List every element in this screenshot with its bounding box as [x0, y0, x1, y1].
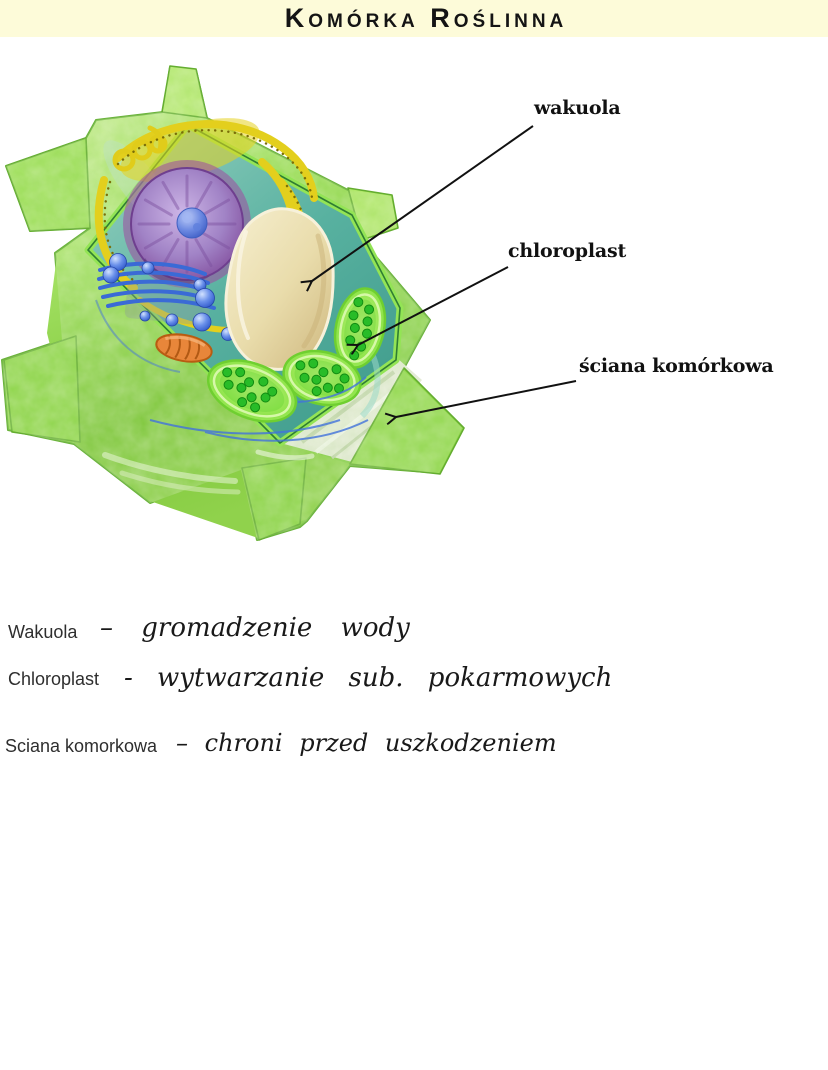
cell-wall-streaks	[102, 449, 315, 495]
mitochondrion	[155, 333, 213, 363]
page-title: Komórka Roślinna	[284, 3, 568, 33]
label-sciana-komorkowa: ściana komórkowa	[579, 355, 774, 377]
chloroplast-arrow	[358, 266, 509, 345]
golgi-apparatus	[97, 253, 235, 341]
note-definition-wakuola: – gromadzenie wody	[100, 613, 410, 643]
cytoplasm-strands	[95, 299, 369, 442]
title-bar: Komórka Roślinna	[0, 0, 828, 37]
vacuole	[224, 207, 335, 371]
note-definition-sciana: – chroni przed uszkodzeniem	[176, 729, 557, 757]
note-term-chloroplast: Chloroplast	[8, 669, 100, 689]
plant-cell-illustration	[1, 65, 577, 541]
sciana-arrow	[396, 380, 577, 417]
wakuola-arrow	[312, 125, 534, 281]
chloroplast-left	[206, 359, 298, 423]
note-term-wakuola: Wakuola	[8, 622, 78, 642]
nucleolus	[176, 207, 208, 239]
note-term-sciana: Sciana komorkowa	[5, 736, 158, 756]
annotation-arrows	[312, 125, 577, 417]
nucleus-streaks	[137, 174, 237, 274]
golgi-vesicles	[102, 253, 235, 341]
label-wakuola: wakuola	[534, 97, 621, 119]
label-chloroplast: chloroplast	[508, 240, 627, 262]
note-definition-chloroplast: - wytwarzanie sub. pokarmowych	[124, 663, 613, 693]
chloroplast-middle	[282, 349, 362, 407]
